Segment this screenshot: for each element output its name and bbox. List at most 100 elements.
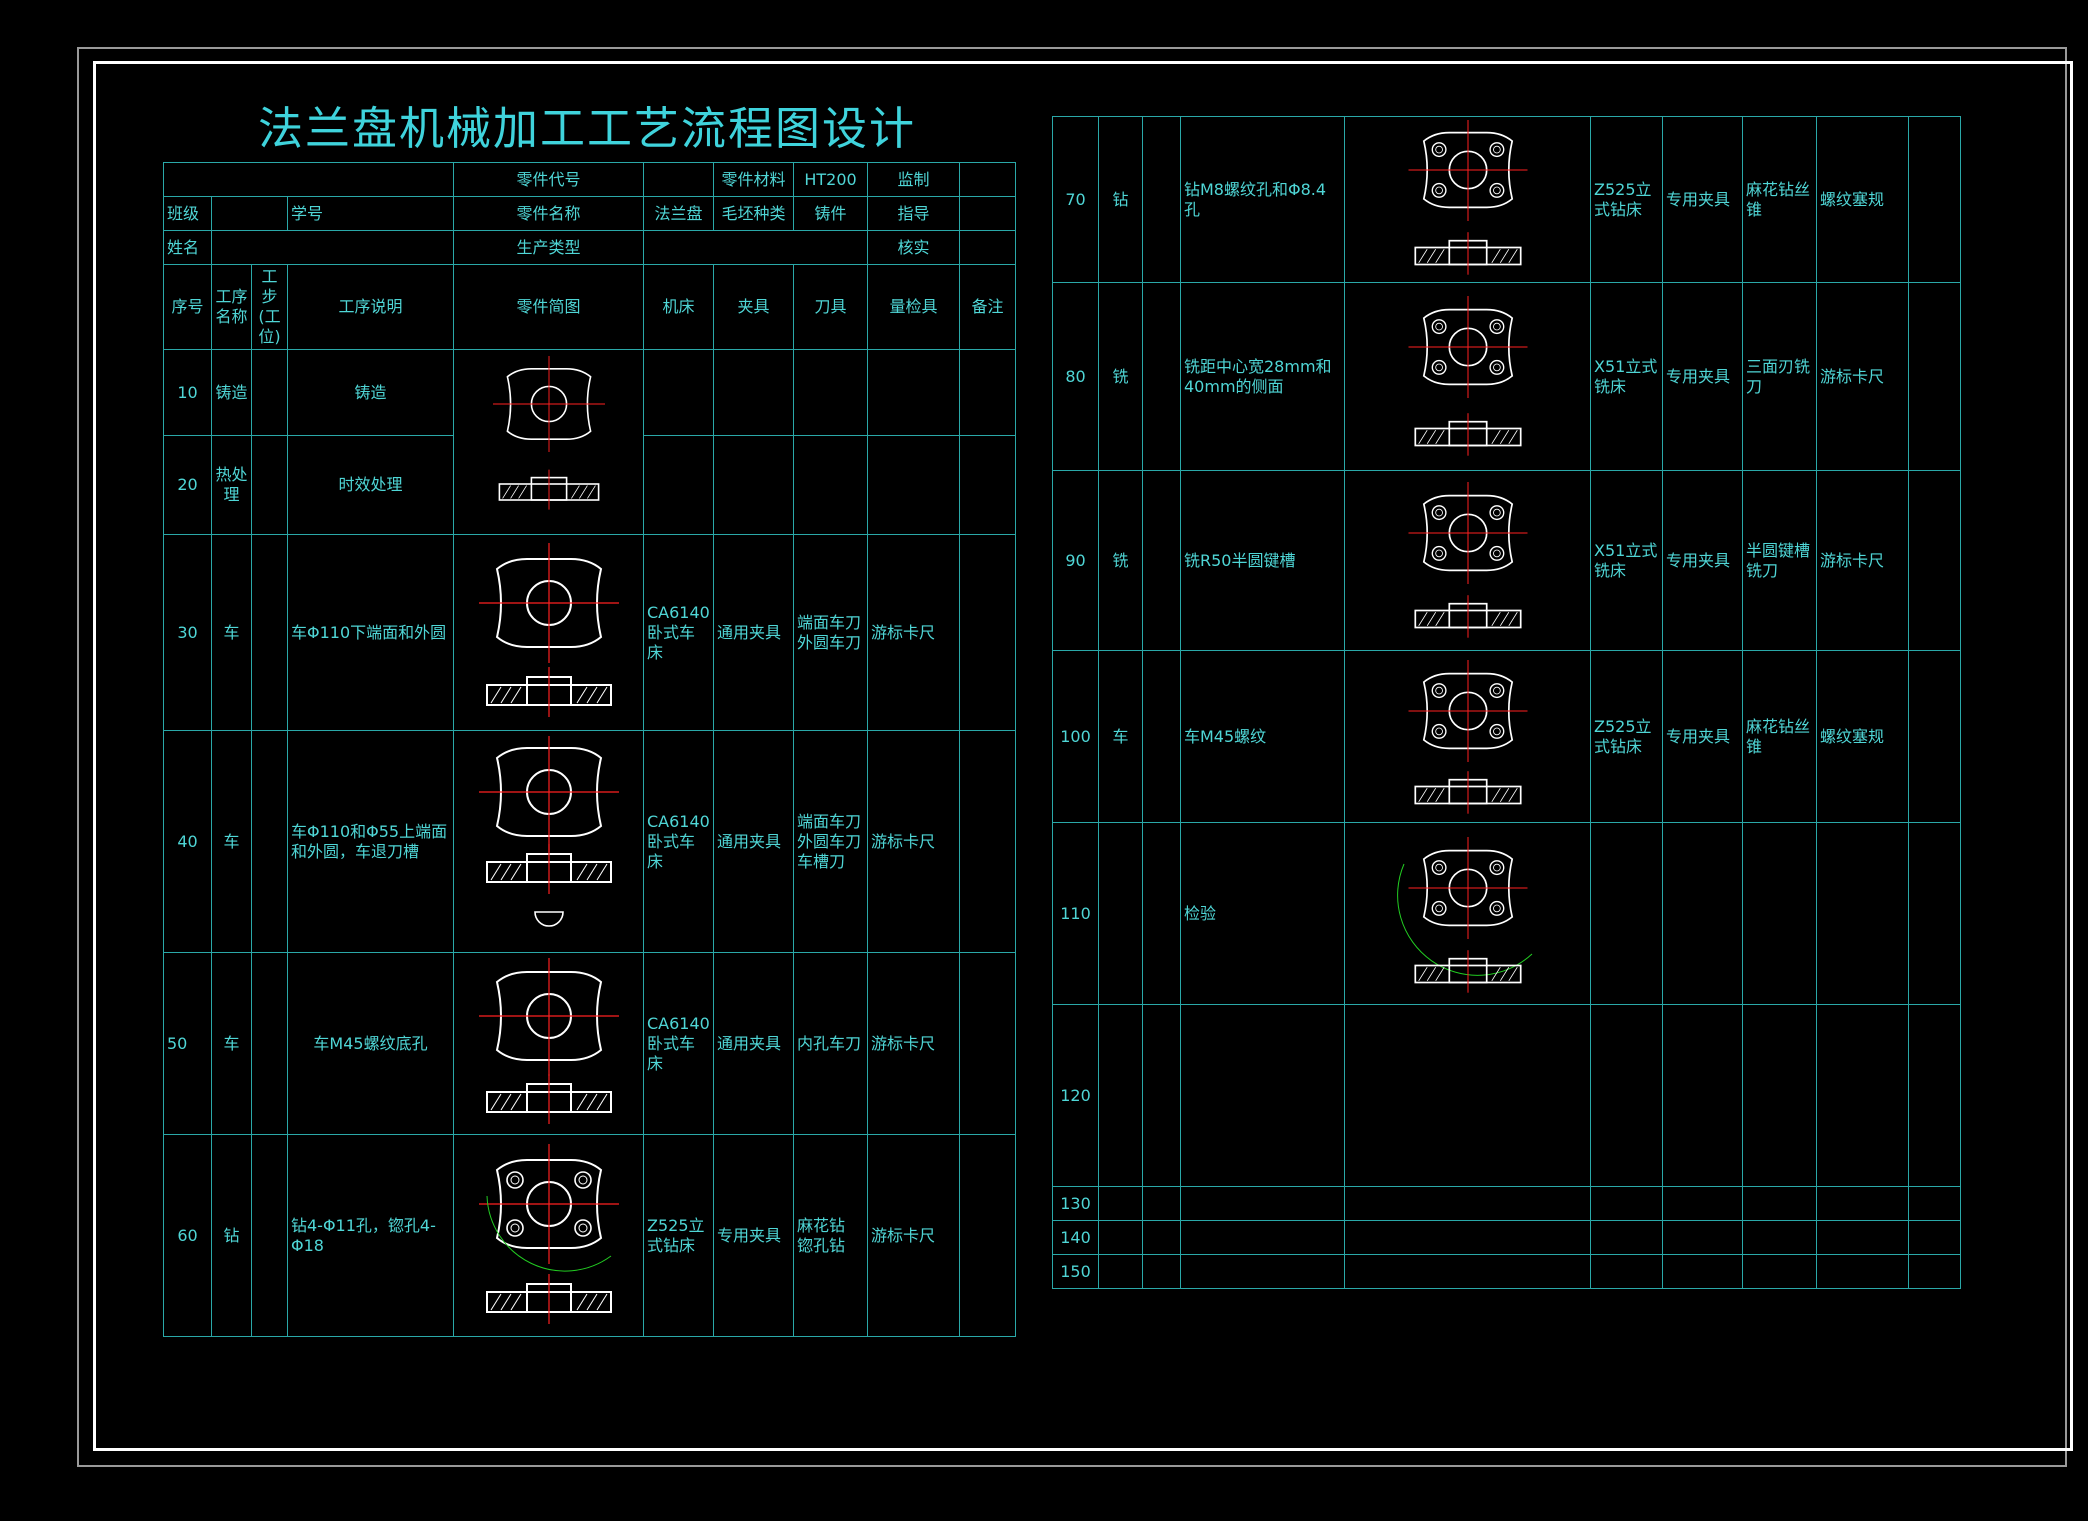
part-name-value: 法兰盘 <box>643 196 714 231</box>
name-label: 姓名 <box>163 230 212 265</box>
row-desc: 钻4-Φ11孔，锪孔4-Φ18 <box>287 1134 454 1337</box>
row-fixture: 通用夹具 <box>713 730 794 953</box>
row-desc: 时效处理 <box>287 435 454 535</box>
row-machine: CA6140卧式车床 <box>643 534 714 731</box>
row-seq: 100 <box>1052 650 1099 823</box>
drawing-border-outer <box>77 47 2067 1467</box>
row-seq: 30 <box>163 534 212 731</box>
row-machine: X51立式铣床 <box>1590 282 1663 471</box>
class-label: 班级 <box>163 196 212 231</box>
row-seq: 80 <box>1052 282 1099 471</box>
row-gauge: 游标卡尺 <box>867 730 960 953</box>
row-machine: X51立式铣床 <box>1590 470 1663 651</box>
row-seq: 50 <box>163 952 212 1135</box>
table-row: 80 铣 铣距中心宽28mm和40mm的侧面 X51立式铣床 专用夹具 三面刃铣… <box>1052 282 1961 471</box>
table-row: 50 车 车M45螺纹底孔 CA6140卧式车床 通用夹具 内孔车刀 游标卡尺 <box>163 952 1016 1135</box>
row-tool: 三面刃铣刀 <box>1742 282 1817 471</box>
row-gauge: 游标卡尺 <box>1816 470 1909 651</box>
row-op-name: 热处理 <box>211 435 252 535</box>
row-op-name: 车 <box>1098 650 1143 823</box>
row-gauge: 游标卡尺 <box>867 1134 960 1337</box>
table-row: 10 铸造 铸造 <box>163 348 1016 535</box>
process-table-left: 零件代号 零件材料 HT200 监制 班级 学号 零件名称 法兰盘 毛坯种类 铸… <box>163 162 1016 1337</box>
col-step: 工步(工位) <box>251 264 288 350</box>
table-row: 30 车 车Φ110下端面和外圆 CA6140卧式车床 通用夹具 端面车刀 外圆… <box>163 534 1016 731</box>
row-op-name: 车 <box>211 730 252 953</box>
row-op-name: 车 <box>211 952 252 1135</box>
row-op-name: 钻 <box>211 1134 252 1337</box>
row-desc: 铸造 <box>287 348 454 437</box>
row-seq: 150 <box>1052 1254 1099 1289</box>
blank-type-label: 毛坯种类 <box>713 196 794 231</box>
row-seq: 140 <box>1052 1220 1099 1255</box>
row-op-name: 铣 <box>1098 470 1143 651</box>
row-seq: 90 <box>1052 470 1099 651</box>
row-seq: 120 <box>1052 1004 1099 1187</box>
row-op-name: 钻 <box>1098 116 1143 283</box>
row-fixture: 专用夹具 <box>1662 650 1743 823</box>
row-desc: 检验 <box>1180 822 1345 1005</box>
row-desc: 车Φ110和Φ55上端面和外圆，车退刀槽 <box>287 730 454 953</box>
row-desc: 铣距中心宽28mm和40mm的侧面 <box>1180 282 1345 471</box>
sheet-title: 法兰盘机械加工工艺流程图设计 <box>258 102 917 155</box>
row-desc: 车Φ110下端面和外圆 <box>287 534 454 731</box>
student-no-label: 学号 <box>287 196 454 231</box>
col-tool: 刀具 <box>793 264 868 350</box>
row-seq: 20 <box>163 435 212 535</box>
col-desc: 工序说明 <box>287 264 454 350</box>
row-tool: 麻花钻丝锥 <box>1742 650 1817 823</box>
col-remark: 备注 <box>959 264 1016 350</box>
row-gauge: 游标卡尺 <box>1816 282 1909 471</box>
row-op-name: 铣 <box>1098 282 1143 471</box>
part-sketch <box>1344 116 1591 283</box>
row-seq: 70 <box>1052 116 1099 283</box>
part-code-value <box>643 162 714 197</box>
production-type-label: 生产类型 <box>453 230 644 265</box>
table-row: 110 检验 <box>1052 822 1961 1005</box>
row-gauge: 游标卡尺 <box>867 534 960 731</box>
header-blank <box>163 162 454 197</box>
table-row: 60 钻 钻4-Φ11孔，锪孔4-Φ18 Z525立式钻床 专用夹具 麻花钻 锪… <box>163 1134 1016 1337</box>
part-sketch <box>1344 470 1591 651</box>
row-tool: 麻花钻 锪孔钻 <box>793 1134 868 1337</box>
row-seq: 110 <box>1052 822 1099 1005</box>
table-row: 90 铣 铣R50半圆键槽 X51立式铣床 专用夹具 半圆键槽铣刀 游标卡尺 <box>1052 470 1961 651</box>
col-seq: 序号 <box>163 264 212 350</box>
row-machine: CA6140卧式车床 <box>643 952 714 1135</box>
part-material-label: 零件材料 <box>713 162 794 197</box>
name-value <box>211 230 454 265</box>
row-gauge: 螺纹塞规 <box>1816 116 1909 283</box>
part-sketch <box>1344 650 1591 823</box>
part-sketch <box>453 1134 644 1337</box>
col-fixture: 夹具 <box>713 264 794 350</box>
table-row: 100 车 车M45螺纹 Z525立式钻床 专用夹具 麻花钻丝锥 螺纹塞规 <box>1052 650 1961 823</box>
row-machine: Z525立式钻床 <box>1590 116 1663 283</box>
row-desc: 车M45螺纹底孔 <box>287 952 454 1135</box>
row-op-name: 铸造 <box>211 348 252 437</box>
class-value <box>211 196 288 231</box>
verify-value <box>959 230 1016 265</box>
verify-label: 核实 <box>867 230 960 265</box>
row-fixture: 通用夹具 <box>713 952 794 1135</box>
production-type-value <box>643 230 868 265</box>
row-fixture: 专用夹具 <box>1662 116 1743 283</box>
row-seq: 10 <box>163 348 212 437</box>
row-seq: 40 <box>163 730 212 953</box>
part-sketch <box>1344 822 1591 1005</box>
row-fixture: 通用夹具 <box>713 534 794 731</box>
row-seq: 130 <box>1052 1186 1099 1221</box>
supervise-label: 监制 <box>867 162 960 197</box>
process-table-right: 70 钻 钻M8螺纹孔和Φ8.4孔 Z525立式钻床 专用夹具 麻花钻丝锥 螺纹… <box>1052 116 1961 1289</box>
guide-value <box>959 196 1016 231</box>
table-row: 70 钻 钻M8螺纹孔和Φ8.4孔 Z525立式钻床 专用夹具 麻花钻丝锥 螺纹… <box>1052 116 1961 283</box>
blank-type-value: 铸件 <box>793 196 868 231</box>
guide-label: 指导 <box>867 196 960 231</box>
part-sketch <box>453 952 644 1135</box>
row-machine: Z525立式钻床 <box>1590 650 1663 823</box>
row-tool: 内孔车刀 <box>793 952 868 1135</box>
table-row: 20 热处理 时效处理 <box>163 435 1016 535</box>
row-fixture: 专用夹具 <box>1662 282 1743 471</box>
row-desc: 钻M8螺纹孔和Φ8.4孔 <box>1180 116 1345 283</box>
col-op-name: 工序名称 <box>211 264 252 350</box>
drawing-border-inner <box>93 61 2073 1451</box>
